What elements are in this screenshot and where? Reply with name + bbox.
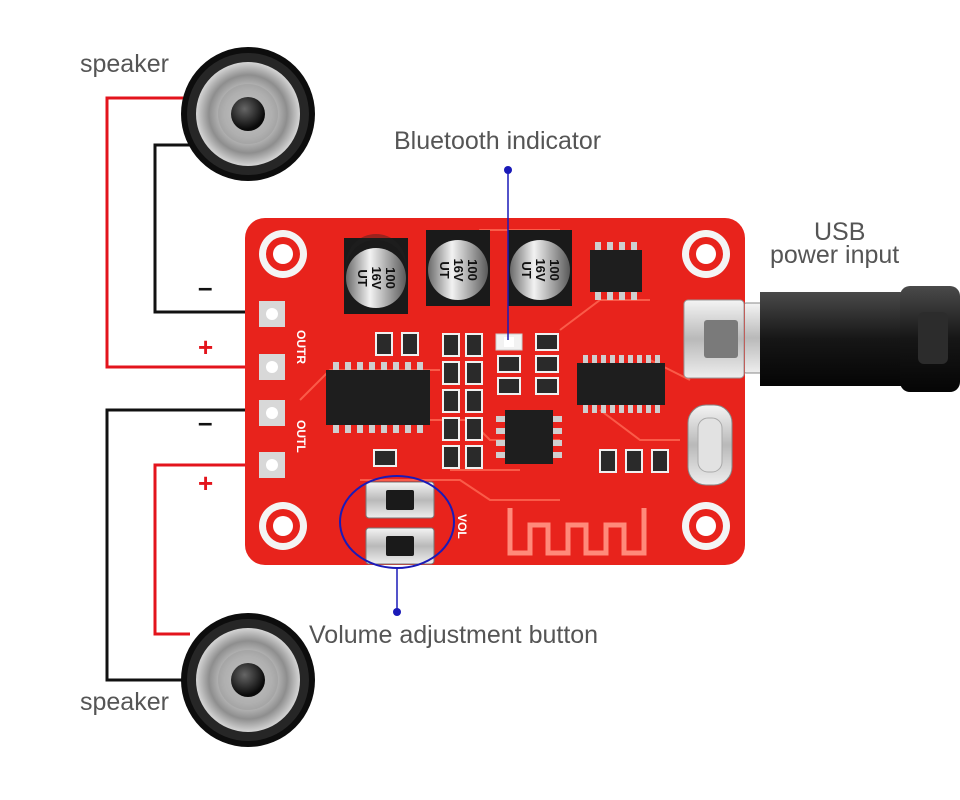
bottom-speaker-red-wire: [153, 463, 272, 636]
capacitor-3: 100 16V UT: [508, 230, 572, 306]
pcb-board: OUTR OUTL VOL 100 16V UT 100 16V UT: [245, 218, 745, 565]
cap1-voltage: 16V: [369, 266, 384, 289]
right-channel-plus: +: [198, 332, 213, 362]
left-channel-plus: +: [198, 468, 213, 498]
bottom-speaker-black-wire: [105, 408, 272, 682]
speaker-wires: [105, 96, 272, 682]
capacitor-2: 100 16V UT: [426, 230, 490, 306]
speaker-top: [181, 47, 315, 181]
silkscreen-outl: OUTL: [294, 420, 308, 453]
top-speaker-black-wire: [153, 143, 272, 314]
cap2-value: 100: [465, 259, 480, 281]
label-volume-adjustment-button: Volume adjustment button: [309, 621, 599, 649]
cap1-series: UT: [355, 269, 370, 286]
cap3-series: UT: [519, 261, 534, 278]
output-pads: [259, 301, 285, 478]
label-power-input: power input: [770, 241, 900, 269]
mounting-holes: [259, 230, 730, 550]
ic-bluetooth: [577, 355, 665, 413]
speaker-bottom: [181, 613, 315, 747]
bluetooth-pointer: [504, 166, 512, 340]
label-speaker-bottom: speaker: [80, 688, 169, 716]
cap2-series: UT: [437, 261, 452, 278]
cap2-voltage: 16V: [451, 258, 466, 281]
micro-usb-socket: [683, 299, 745, 379]
top-speaker-red-wire: [105, 96, 272, 369]
cap3-value: 100: [547, 259, 562, 281]
ic-amplifier: [326, 362, 430, 433]
right-channel-minus: –: [198, 272, 212, 302]
silkscreen-outr: OUTR: [294, 330, 308, 364]
usb-cable: [741, 286, 960, 392]
ic-soic8-middle: [496, 410, 562, 464]
smd-components: [373, 332, 669, 473]
left-channel-minus: –: [198, 407, 212, 437]
ic-soic8-top: [590, 242, 642, 300]
label-usb: USB: [814, 218, 866, 246]
silkscreen-vol: VOL: [455, 514, 469, 539]
bluetooth-indicator-led: [495, 333, 523, 351]
pcb-antenna: [507, 508, 647, 556]
label-speaker-top: speaker: [80, 50, 169, 78]
volume-pointer: [339, 475, 455, 616]
volume-buttons: [365, 481, 435, 565]
cap1-value: 100: [383, 267, 398, 289]
cap3-voltage: 16V: [533, 258, 548, 281]
label-bluetooth-indicator: Bluetooth indicator: [394, 127, 602, 155]
crystal-oscillator: [687, 404, 733, 486]
capacitor-1: 100 16V UT: [344, 234, 408, 314]
